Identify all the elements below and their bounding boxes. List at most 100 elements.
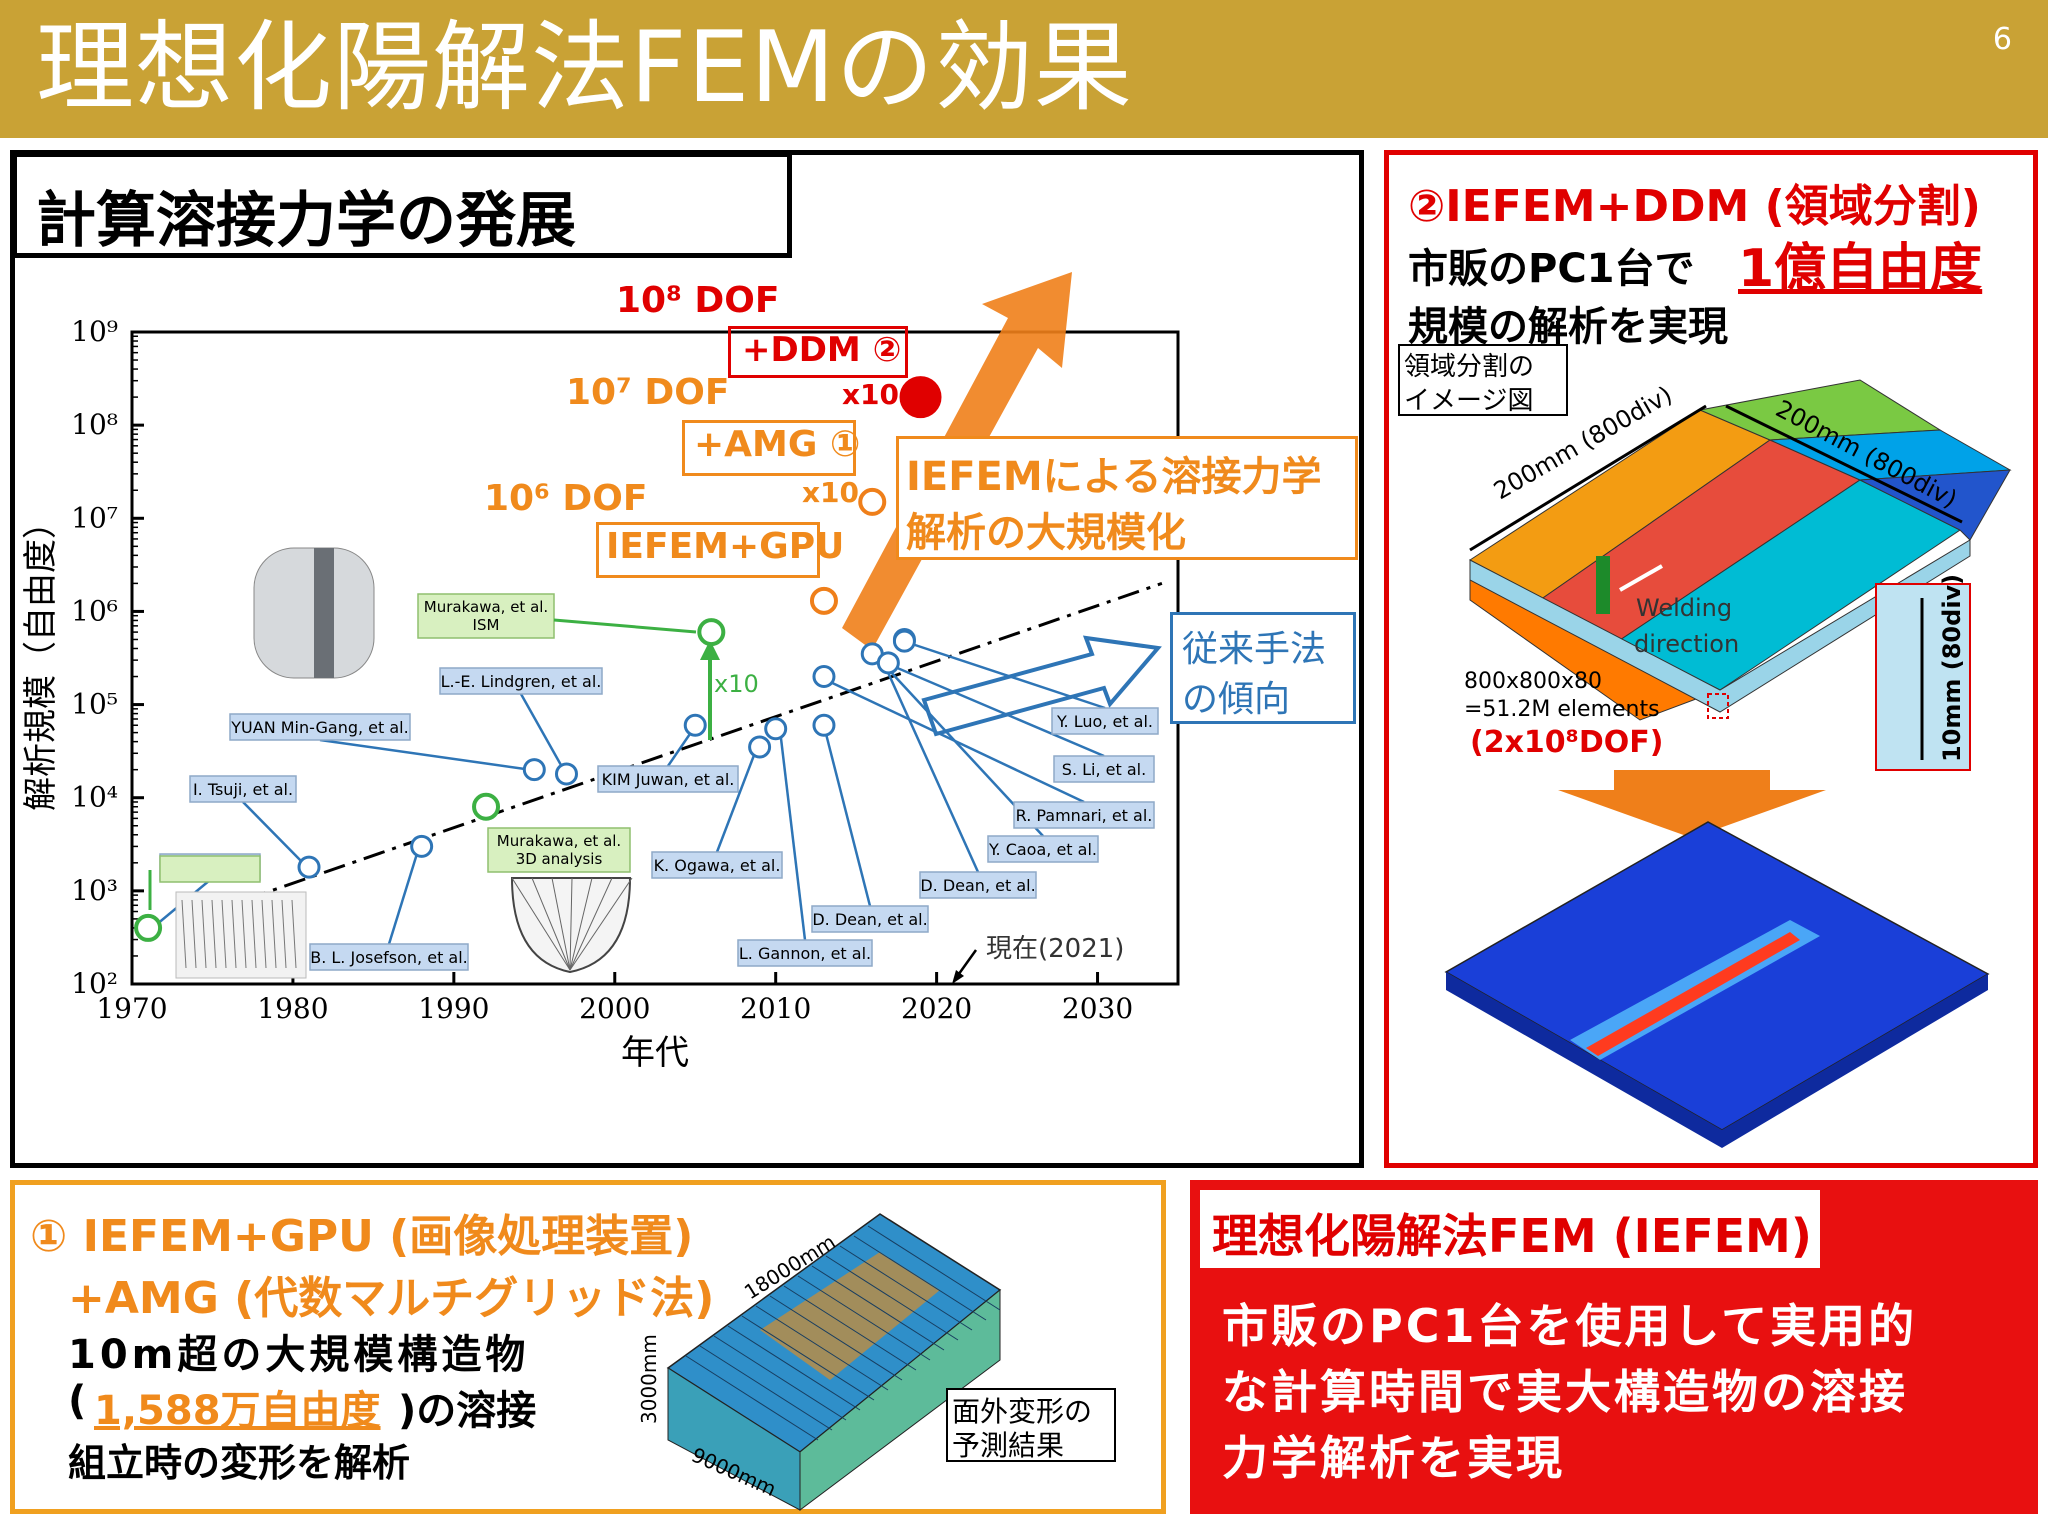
- ref-label: K. Ogawa, et al.: [654, 856, 781, 875]
- now-arrowhead: [952, 970, 964, 984]
- right-line3: 規模の解析を実現: [1408, 304, 1728, 350]
- right-line2-prefix: 市販のPC1台で: [1408, 246, 1695, 292]
- ref-label-box: [811, 905, 929, 933]
- ref-label-box: [597, 765, 739, 793]
- title-bar: [0, 0, 2048, 138]
- waveform-line: [291, 899, 297, 969]
- dof-label: (2x10⁸DOF): [1470, 725, 1663, 760]
- diagram-caption-line2: イメージ図: [1404, 386, 1534, 416]
- elements-label-2: =51.2M elements: [1464, 697, 1660, 722]
- ref-leader: [387, 843, 422, 945]
- iefem-box-line2: 解析の大規模化: [906, 510, 1186, 556]
- bl-line4-emph: 1,588万自由度: [94, 1388, 381, 1434]
- ship-grid-line: [853, 1235, 987, 1321]
- ref-leader: [519, 693, 568, 775]
- x10-mid-label: x10: [802, 476, 860, 509]
- ref-label: D. Dean, et al.: [920, 876, 1035, 895]
- y-tick-label: 10³: [71, 874, 118, 907]
- data-point: [876, 651, 900, 675]
- iefem-box: [896, 436, 1358, 560]
- green-x10-arrowhead: [700, 640, 720, 660]
- amg-box: [682, 420, 856, 476]
- bl-caption-box: [946, 1388, 1116, 1462]
- x-tick-label: 2020: [901, 992, 972, 1025]
- waveform-line: [271, 899, 277, 969]
- ref-label-box: [1013, 801, 1155, 829]
- iefem-box-line1: IEFEMによる溶接力学: [906, 454, 1322, 500]
- y-tick-label: 10⁷: [71, 501, 118, 534]
- ref-label-box: [651, 851, 783, 879]
- mesh-line: [569, 877, 633, 971]
- ref-leader: [715, 749, 758, 853]
- thickness-label: 10mm (80div): [1938, 574, 1966, 762]
- gpu-box-label: IEFEM+GPU: [606, 526, 845, 567]
- bl-line4-close: )の溶接: [398, 1388, 537, 1434]
- waveform-line: [281, 899, 287, 969]
- plate-side: [1469, 539, 1971, 713]
- waveform-line: [211, 899, 217, 969]
- ref-leader: [825, 678, 1085, 804]
- ship-grid-line: [811, 1265, 945, 1351]
- waveform-line: [251, 899, 257, 969]
- ref-label: L. Gannon, et al.: [739, 944, 871, 963]
- ship-grid-line: [797, 1275, 931, 1361]
- dof-1e7-label: 10⁷ DOF: [566, 372, 730, 413]
- trend-box-line2: の傾向: [1182, 679, 1291, 720]
- ref-label-box: [189, 775, 297, 803]
- now-label: 現在(2021): [986, 934, 1125, 964]
- green-leader: [553, 618, 697, 634]
- ref-label: L.-E. Lindgren, et al.: [441, 672, 602, 691]
- ship-block-front: [799, 1288, 1001, 1511]
- waveform-line: [231, 899, 237, 969]
- dim-arrow-left: [1469, 404, 1707, 552]
- ship-grid-line: [769, 1295, 903, 1381]
- ref-label: D. Dean, et al.: [812, 910, 927, 929]
- bottom-left-panel: [10, 1180, 1166, 1514]
- cylinder-weld-band: [314, 548, 334, 678]
- ref-leader: [242, 801, 307, 867]
- down-arrow: [1558, 770, 1826, 838]
- slide-title: 理想化陽解法FEMの効果: [36, 11, 1133, 125]
- ref-label: ISM: [473, 616, 500, 634]
- data-point: [554, 762, 578, 786]
- result-weld-line: [1586, 932, 1800, 1056]
- ship-grid-line: [685, 1355, 819, 1441]
- data-point: [812, 713, 836, 737]
- ref-label-box: [987, 835, 1099, 863]
- data-point: [472, 792, 501, 821]
- ref-label-box: [1053, 755, 1155, 783]
- data-point: [297, 855, 321, 879]
- ship-grid-line: [825, 1255, 959, 1341]
- bl-line2: +AMG (代数マルチグリッド法): [68, 1273, 715, 1324]
- mesh-line: [569, 877, 613, 971]
- bl-line3: 10m超の大規模構造物: [68, 1332, 530, 1378]
- data-point: [892, 629, 916, 653]
- ref-label-box: [439, 667, 603, 695]
- data-point: [410, 834, 434, 858]
- ref-label: R. Pamnari, et al.: [1016, 806, 1153, 825]
- ref-label: Y. Luo, et al.: [1056, 712, 1153, 731]
- br-heading-box: [1200, 1190, 1820, 1268]
- ship-grid-line: [839, 1245, 973, 1331]
- ref-leader: [884, 667, 980, 873]
- amg-box-label: +AMG ①: [694, 424, 861, 465]
- data-point: [683, 713, 707, 737]
- br-body-line2: な計算時間で実大構造物の溶接: [1222, 1365, 1908, 1419]
- ref-label: YUAN Min-Gang, et al.: [230, 718, 408, 737]
- ddm-box: [728, 326, 908, 378]
- ship-grid-line: [867, 1225, 1001, 1311]
- ref-label-box: [737, 939, 873, 967]
- data-point: [764, 717, 788, 741]
- mesh-line: [569, 877, 593, 971]
- x10-green-label: x10: [714, 670, 759, 698]
- ref-label: I. Tsuji, et al.: [193, 780, 293, 799]
- ref-label-box: [919, 871, 1037, 899]
- ship-deform-zone: [760, 1252, 940, 1380]
- ref-leader: [887, 662, 1105, 758]
- y-tick-label: 10²: [71, 967, 118, 1000]
- br-body-line3: 力学解析を実現: [1222, 1431, 1565, 1485]
- ref-label-box: [309, 943, 469, 971]
- data-point: [748, 735, 772, 759]
- ship-grid-line: [783, 1285, 917, 1371]
- ref-label: B. L. Josefson, et al.: [310, 948, 468, 967]
